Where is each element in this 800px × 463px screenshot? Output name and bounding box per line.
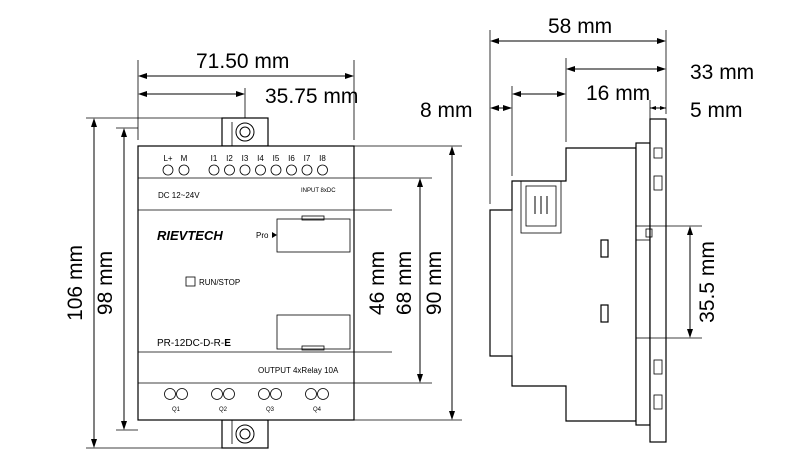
- terminal-screw: [317, 388, 329, 400]
- svg-text:PR-12DC-D-R-E: PR-12DC-D-R-E: [157, 338, 231, 349]
- terminal-label: I3: [242, 154, 249, 163]
- terminal-screw: [239, 164, 251, 176]
- dim-total-height: 106 mm: [64, 245, 87, 321]
- dim-side-depth: 58 mm: [548, 15, 612, 38]
- dim-front-width: 71.50 mm: [196, 50, 289, 73]
- output-terminal-label: Q1: [172, 407, 181, 413]
- output-label: OUTPUT 4xRelay 10A: [258, 366, 339, 375]
- output-terminals: Q1 Q2 Q3 Q4: [164, 388, 329, 413]
- terminal-label: M: [181, 154, 188, 163]
- input-terminals: L+ M I1 I2 I3 I4 I5 I6 I7 I8: [162, 154, 328, 176]
- output-terminal-label: Q3: [266, 407, 275, 413]
- input-label: INPUT 8xDC: [301, 188, 336, 194]
- dim-outer-height: 90 mm: [423, 251, 446, 315]
- dim-front-inner-height: 46 mm: [366, 251, 389, 315]
- terminal-label: I6: [288, 154, 295, 163]
- dim-side-depth-5: 5 mm: [690, 99, 743, 122]
- terminal-label: I5: [273, 154, 280, 163]
- terminal-screw: [301, 164, 313, 176]
- terminal-label: I4: [257, 154, 264, 163]
- terminal-screw: [211, 388, 223, 400]
- terminal-screw: [164, 388, 176, 400]
- terminal-screw: [305, 388, 317, 400]
- terminal-screw: [176, 388, 188, 400]
- terminal-screw: [223, 388, 235, 400]
- run-stop-button: [185, 276, 196, 287]
- terminal-screw: [317, 164, 328, 176]
- dim-body-height: 98 mm: [94, 251, 117, 315]
- bottom-mount-clip: [221, 419, 269, 449]
- terminal-screw: [270, 164, 282, 176]
- model-suffix: E: [224, 338, 231, 349]
- terminal-screw: [208, 164, 220, 176]
- top-mount-clip: [221, 117, 269, 147]
- run-stop-label: RUN/STOP: [199, 278, 240, 287]
- terminal-screw: [270, 388, 282, 400]
- terminal-label: I7: [304, 154, 311, 163]
- terminal-screw: [286, 164, 297, 176]
- side-view-body: [489, 118, 667, 443]
- prog-port-arrow-icon: [272, 232, 277, 238]
- terminal-screw: [255, 164, 266, 176]
- dim-mid-height: 68 mm: [393, 251, 416, 315]
- supply-label: DC 12~24V: [158, 191, 200, 200]
- terminal-label: I2: [226, 154, 233, 163]
- output-terminal-label: Q4: [313, 407, 322, 413]
- front-body: [137, 145, 355, 421]
- terminal-label: I1: [211, 154, 218, 163]
- terminal-screw: [224, 164, 235, 176]
- output-terminal-label: Q2: [219, 407, 228, 413]
- dim-side-depth-8: 8 mm: [420, 99, 473, 122]
- terminal-screw: [162, 164, 174, 176]
- prog-port-label: Pro: [256, 231, 269, 240]
- dim-side-depth-33: 33 mm: [690, 61, 754, 84]
- dim-front-half-width: 35.75 mm: [265, 85, 358, 108]
- terminal-screw: [258, 388, 270, 400]
- terminal-label: L+: [163, 154, 172, 163]
- brand-logo: RIEVTECH: [157, 228, 223, 243]
- terminal-label: I8: [319, 154, 326, 163]
- model-label: PR-12DC-D-R-: [157, 338, 224, 349]
- dim-side-depth-16: 16 mm: [586, 82, 650, 105]
- dim-rail-height: 35.5 mm: [696, 241, 719, 323]
- terminal-screw: [178, 164, 190, 176]
